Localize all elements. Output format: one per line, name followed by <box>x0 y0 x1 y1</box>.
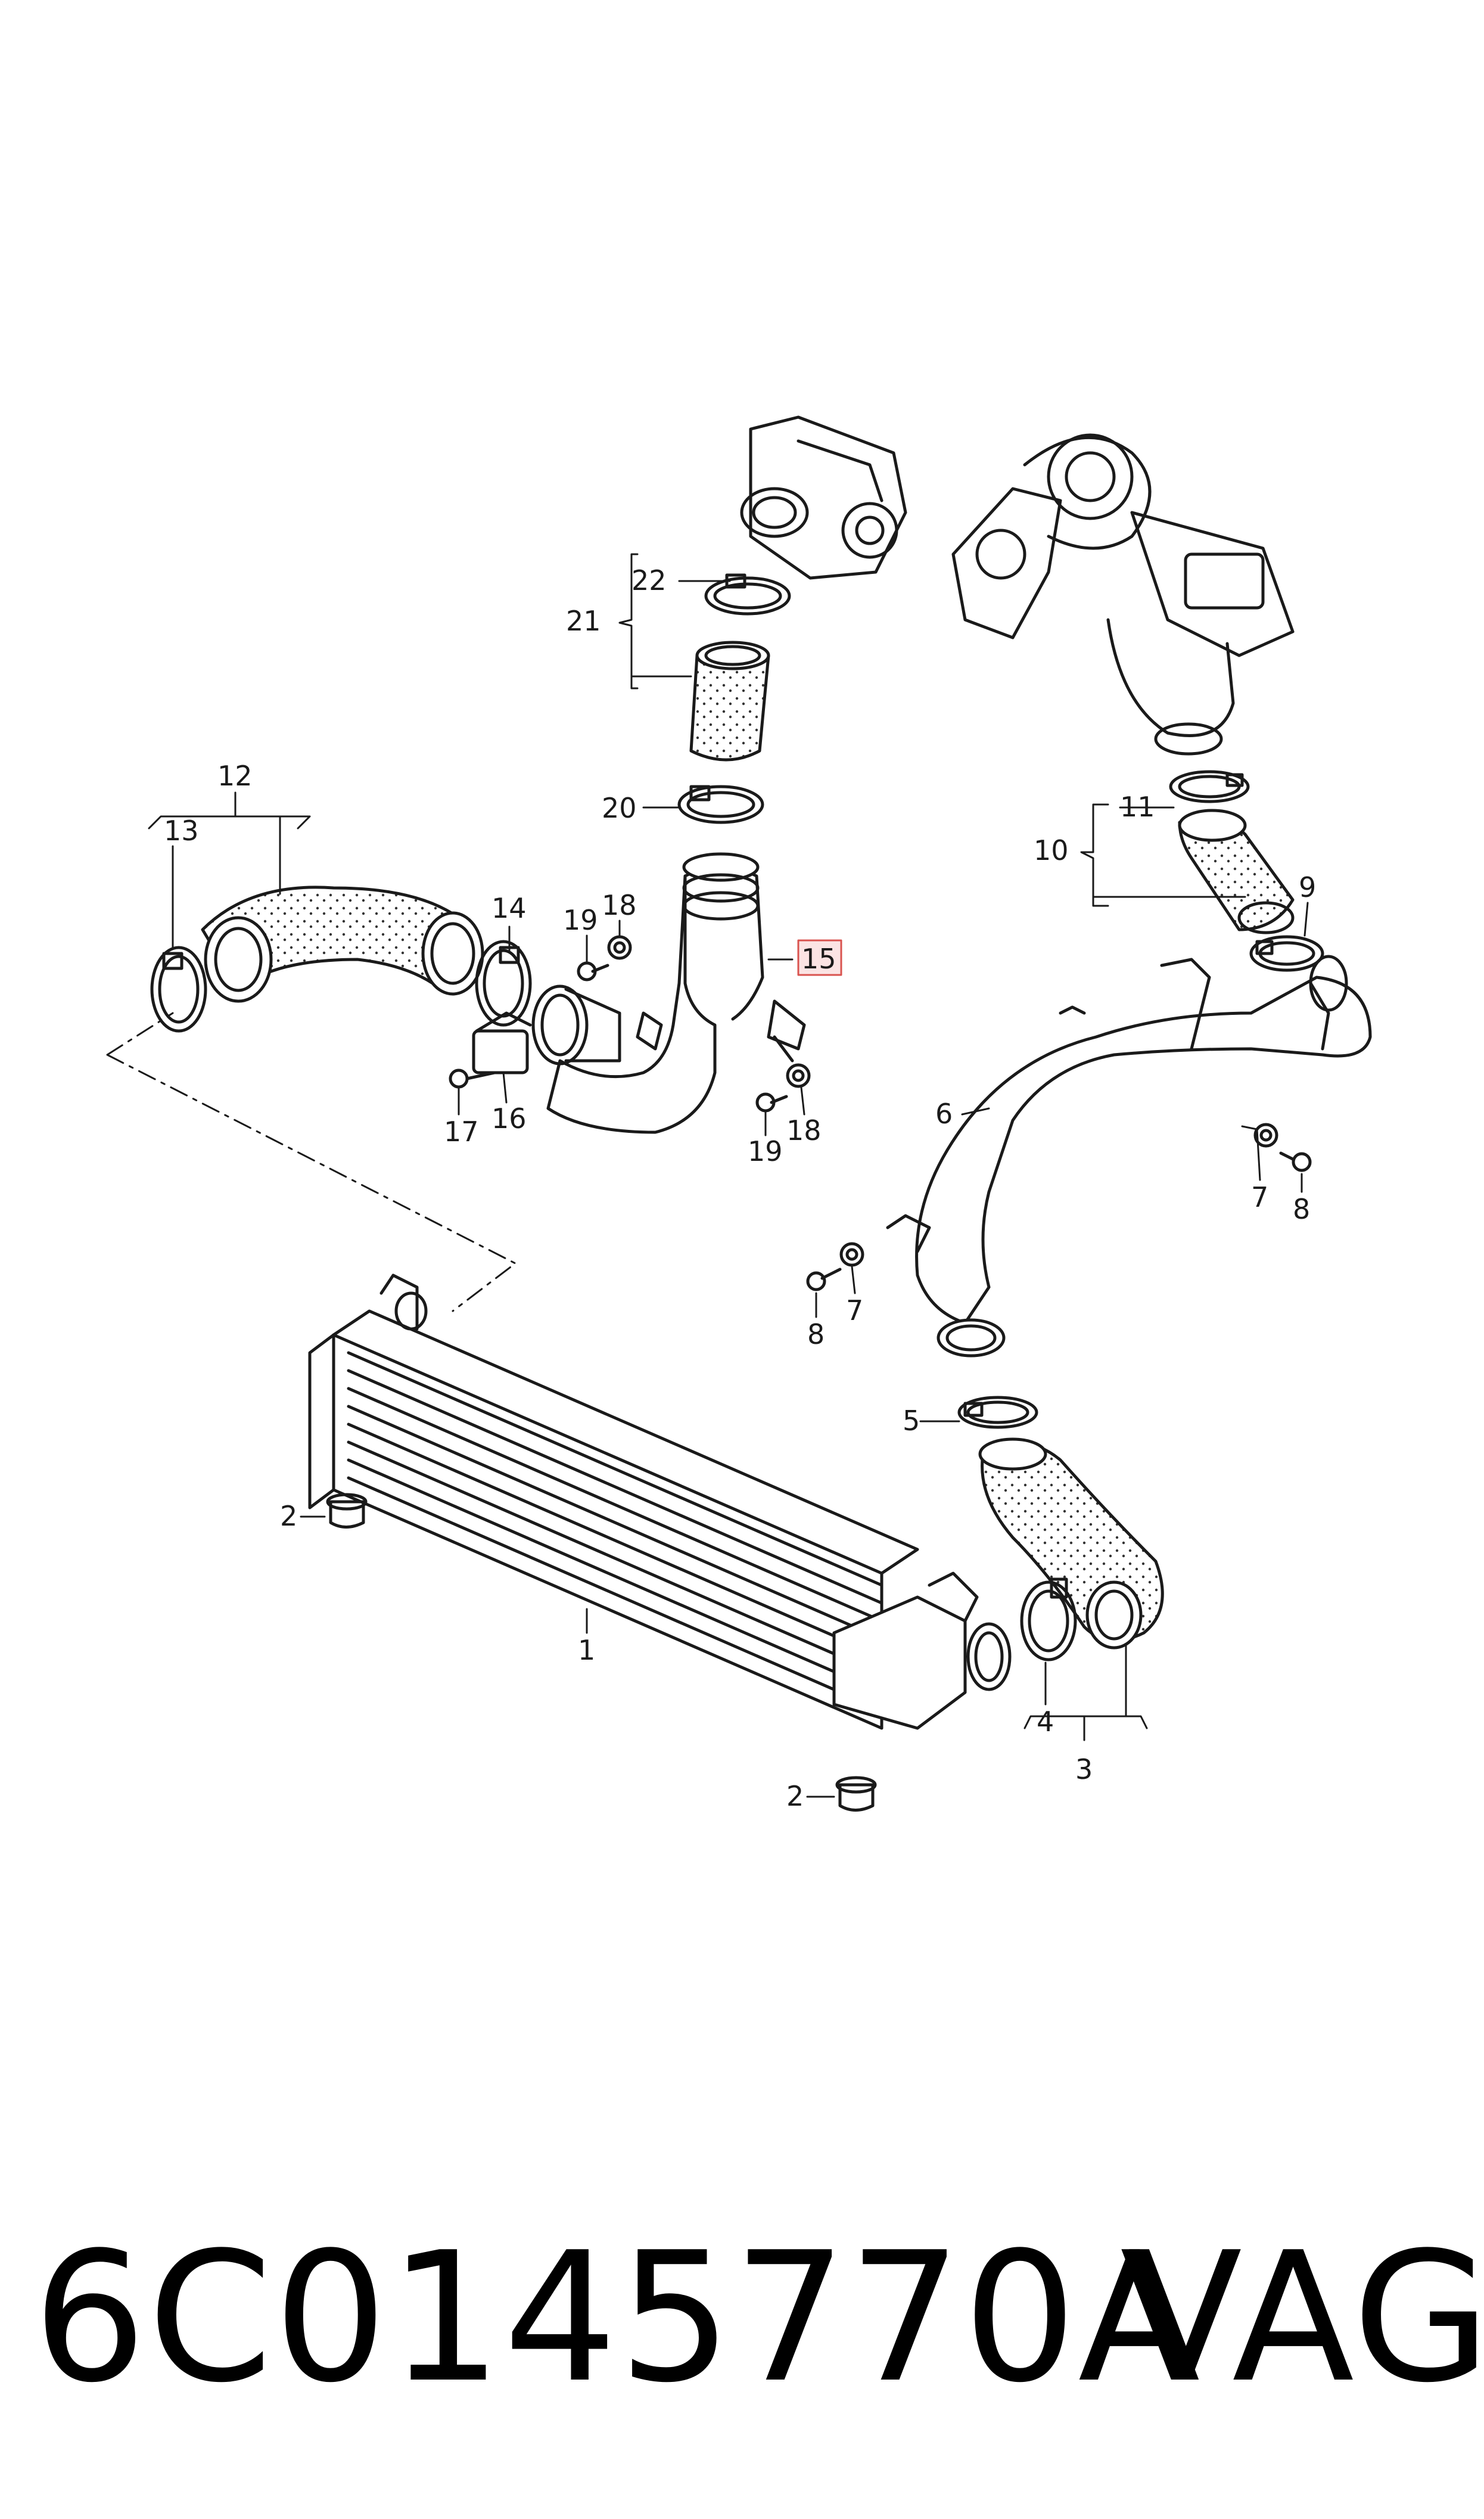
clamp-14 <box>475 940 532 1027</box>
callout-21: 21 <box>566 605 601 637</box>
callout-18b: 18 <box>786 1114 822 1147</box>
callout-2b: 2 <box>786 1780 804 1812</box>
callout-17: 17 <box>444 1116 479 1148</box>
clamp-13 <box>150 946 207 1033</box>
callout-11: 11 <box>1120 791 1155 823</box>
mount-2-upper <box>326 1493 368 1529</box>
callout-8b: 8 <box>807 1318 825 1350</box>
throttle-body <box>740 415 907 580</box>
pipe-6 <box>886 955 1372 1358</box>
hose-10 <box>1178 809 1295 934</box>
callout-3: 3 <box>1075 1753 1093 1785</box>
callout-19b: 19 <box>748 1135 783 1167</box>
bolt-19b <box>755 1092 788 1113</box>
callout-14: 14 <box>491 892 527 924</box>
callout-2a: 2 <box>280 1500 297 1532</box>
pipe-15 <box>546 852 806 1134</box>
turbocharger <box>951 433 1295 756</box>
callout-6: 6 <box>935 1098 953 1130</box>
clamp-5 <box>957 1396 1038 1429</box>
callout-8a: 8 <box>1293 1193 1310 1225</box>
leader-lines <box>148 553 1309 1798</box>
bolt-8b <box>806 1268 842 1291</box>
callout-5: 5 <box>903 1405 920 1437</box>
callout-7a: 7 <box>1251 1181 1268 1213</box>
washer-18b <box>786 1063 811 1088</box>
bolt-19a <box>577 961 609 981</box>
bolt-17 <box>449 1069 496 1089</box>
mount-2-lower <box>835 1776 877 1812</box>
callout-10: 10 <box>1034 834 1069 866</box>
highlight-box-15 <box>797 939 842 976</box>
callout-22: 22 <box>631 564 667 597</box>
callout-13: 13 <box>164 815 199 847</box>
clamp-11 <box>1169 770 1250 803</box>
clamp-20 <box>677 785 764 824</box>
washer-7b <box>839 1242 864 1267</box>
callout-4: 4 <box>1037 1706 1054 1738</box>
callout-labels: 22 21 20 15 12 13 14 18 19 16 17 18 19 1… <box>164 564 1316 1812</box>
assembly-dashline <box>106 1012 517 1312</box>
callout-7b: 7 <box>846 1294 863 1327</box>
callout-15: 15 <box>801 943 836 975</box>
washer-18a <box>607 935 632 960</box>
callout-18a: 18 <box>602 889 637 921</box>
callout-19a: 19 <box>563 904 598 936</box>
brand-label: VAG <box>1120 2214 1484 2422</box>
clamp-4 <box>1020 1577 1077 1661</box>
bolt-8a <box>1279 1151 1312 1172</box>
callout-9: 9 <box>1299 871 1316 903</box>
callout-12: 12 <box>217 760 253 792</box>
callout-16: 16 <box>491 1102 527 1135</box>
hose-21 <box>689 641 770 762</box>
coupling-16 <box>472 984 621 1074</box>
hose-12 <box>201 886 484 1003</box>
hose-3 <box>978 1437 1164 1650</box>
callout-1: 1 <box>578 1634 595 1666</box>
callout-20: 20 <box>602 792 637 824</box>
intercooler <box>308 1274 1012 1730</box>
washer-7a <box>1253 1123 1278 1148</box>
part-number: 6C0145770A <box>33 2214 1202 2422</box>
clamp-9 <box>1249 935 1324 972</box>
